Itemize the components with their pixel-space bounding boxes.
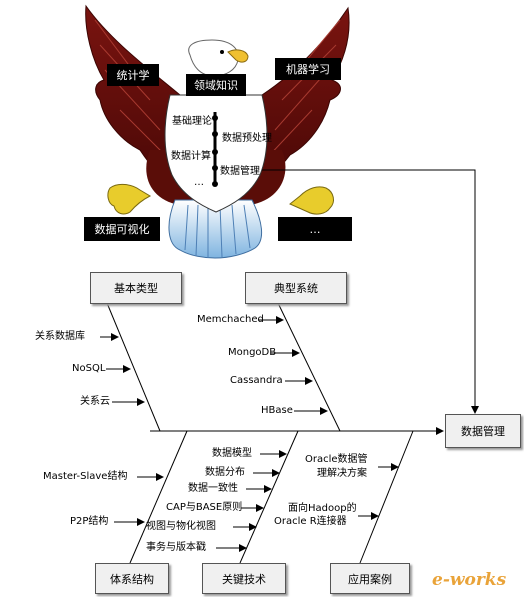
box-data-management: 数据管理 (445, 414, 521, 448)
branch-data-model: 数据模型 (212, 448, 252, 459)
branch-relational-cloud: 关系云 (80, 396, 110, 407)
box-use-cases: 应用案例 (330, 563, 410, 594)
branch-data-distribution: 数据分布 (205, 467, 245, 478)
branch-transactions: 事务与版本戳 (146, 542, 206, 553)
box-key-tech: 关键技术 (202, 563, 286, 594)
branch-mongodb: MongoDB (228, 347, 277, 358)
shield-right-2: 数据管理 (220, 166, 260, 177)
bone-key-tech (239, 430, 299, 564)
shield-left-1: 基础理论 (172, 116, 212, 127)
label-statistics: 统计学 (107, 64, 159, 86)
branch-hadoop-line2: Oracle R连接器 (274, 516, 347, 527)
eagle-illustration (85, 4, 350, 259)
watermark-logo: e-works (432, 570, 507, 590)
branch-oracle-line2: 理解决方案 (317, 468, 367, 479)
fishbone-diagram (100, 302, 444, 564)
branch-cassandra: Cassandra (230, 375, 283, 386)
bone-typical-systems (277, 302, 341, 432)
branch-data-consistency: 数据一致性 (188, 483, 238, 494)
bone-use-cases (359, 430, 414, 564)
label-domain-knowledge: 领域知识 (186, 74, 246, 96)
shield-left-3: … (194, 177, 204, 188)
branch-oracle-line1: Oracle数据管 (305, 454, 368, 465)
branch-relational-db: 关系数据库 (35, 331, 85, 342)
bone-architecture (129, 430, 188, 564)
branch-hadoop-line1: 面向Hadoop的 (288, 503, 357, 514)
label-data-visualization: 数据可视化 (84, 217, 160, 241)
branch-memchached: Memchached (197, 314, 264, 325)
branch-cap-base: CAP与BASE原则 (166, 502, 243, 513)
bone-basic-types (106, 302, 161, 432)
box-architecture: 体系结构 (95, 563, 169, 594)
branch-views: 视图与物化视图 (146, 521, 216, 532)
branch-hbase: HBase (261, 405, 293, 416)
label-machine-learning: 机器学习 (275, 58, 341, 80)
shield-to-data-management-arrow (262, 169, 479, 414)
branch-master-slave: Master-Slave结构 (43, 471, 128, 482)
branch-p2p: P2P结构 (70, 516, 109, 527)
shield-right-1: 数据预处理 (222, 133, 272, 144)
shield-left-2: 数据计算 (171, 151, 211, 162)
branch-nosql: NoSQL (72, 363, 106, 374)
box-basic-types: 基本类型 (90, 272, 182, 304)
label-more: … (278, 217, 352, 241)
box-typical-systems: 典型系统 (245, 272, 347, 304)
